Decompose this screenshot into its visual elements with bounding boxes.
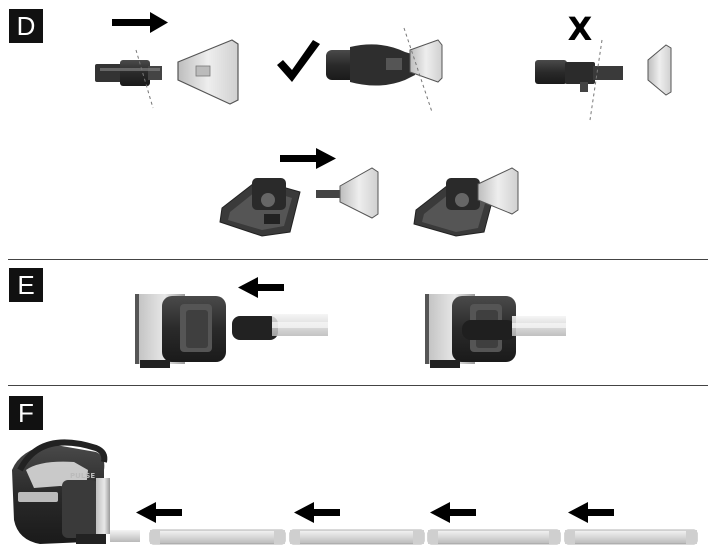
section-label-d: D bbox=[9, 9, 43, 43]
brush-tool-image bbox=[219, 178, 301, 237]
arrow-right-icon bbox=[112, 12, 168, 33]
arrow-left-icon bbox=[430, 502, 476, 523]
section-divider-d-e bbox=[8, 259, 708, 260]
incorrect-mark: X bbox=[568, 10, 593, 48]
extension-tube-image bbox=[289, 529, 425, 545]
extension-tube-image bbox=[149, 529, 286, 545]
check-mark-icon bbox=[277, 40, 320, 82]
vacuum-body-image: PULSE bbox=[12, 439, 110, 544]
arrow-left-icon bbox=[238, 277, 284, 298]
extension-tube-image bbox=[564, 529, 698, 545]
arrow-right-icon bbox=[280, 148, 336, 169]
extension-tube-image bbox=[427, 529, 561, 545]
adapter-attached-correct-image bbox=[326, 27, 443, 113]
arrow-left-icon bbox=[294, 502, 340, 523]
vacuum-nozzle-image bbox=[316, 167, 379, 219]
section-label-e: E bbox=[9, 268, 43, 302]
product-logo: PULSE bbox=[70, 472, 95, 480]
brush-attached-image bbox=[413, 167, 519, 237]
crevice-adapter-image bbox=[95, 49, 162, 109]
section-divider-e-f bbox=[8, 385, 708, 386]
x-mark-icon: X bbox=[568, 10, 593, 48]
connector-tube-image bbox=[110, 530, 140, 542]
arrow-left-icon bbox=[568, 502, 614, 523]
arrow-left-icon bbox=[136, 502, 182, 523]
vacuum-head-image bbox=[135, 294, 226, 368]
adapter-attached-image bbox=[462, 316, 566, 340]
vacuum-nozzle-image bbox=[177, 39, 239, 105]
adapter-sleeve-image bbox=[232, 314, 328, 340]
adapter-attached-incorrect-image bbox=[535, 39, 672, 121]
section-label-f: F bbox=[9, 396, 43, 430]
